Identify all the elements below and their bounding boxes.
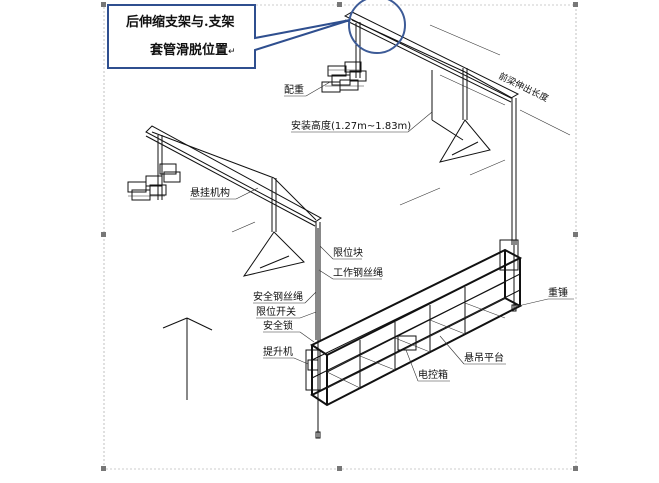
label-limit-block: 限位块	[319, 245, 363, 260]
svg-text:工作钢丝绳: 工作钢丝绳	[333, 266, 383, 279]
label-safety-wire-rope: 安全钢丝绳	[253, 290, 317, 304]
hanging-platform	[305, 239, 523, 407]
svg-text:悬吊平台: 悬吊平台	[464, 351, 504, 364]
svg-text:安全钢丝绳: 安全钢丝绳	[253, 290, 303, 303]
resize-handle-top-right[interactable]	[573, 2, 578, 7]
suspension-mechanism-front	[145, 125, 322, 340]
label-limit-switch: 限位开关	[256, 305, 317, 319]
callout-line-1: 后伸缩支架与.支架	[126, 14, 235, 30]
svg-text:提升机: 提升机	[263, 345, 293, 358]
callout-return-mark: ↵	[228, 47, 236, 57]
resize-handle-middle-right[interactable]	[573, 232, 578, 237]
counterweight-front	[127, 163, 181, 201]
svg-text:重锤: 重锤	[548, 286, 568, 299]
label-counterweight: 配重	[284, 81, 331, 97]
svg-text:限位开关: 限位开关	[256, 305, 296, 318]
highlight-circle	[348, 0, 406, 54]
label-suspension-mechanism: 悬挂机构	[190, 186, 259, 200]
label-safety-lock: 安全锁	[263, 319, 315, 343]
svg-text:电控箱: 电控箱	[418, 368, 448, 381]
building-outline	[162, 24, 571, 400]
selection-frame[interactable]	[101, 2, 578, 471]
wire-ropes	[315, 228, 517, 439]
resize-handle-bottom-left[interactable]	[101, 466, 106, 471]
svg-text:安装高度(1.27m~1.83m): 安装高度(1.27m~1.83m)	[291, 119, 411, 132]
svg-text:限位块: 限位块	[333, 246, 363, 259]
label-control-box: 电控箱	[405, 349, 450, 382]
label-heavy-hammer: 重锤	[517, 286, 574, 307]
label-hoist: 提升机	[263, 345, 309, 365]
resize-handle-bottom-right[interactable]	[573, 466, 578, 471]
callout-line-2: 套管滑脱位置	[149, 42, 228, 58]
suspension-mechanism-rear	[343, 11, 520, 245]
resize-handle-top-left[interactable]	[101, 2, 106, 7]
svg-text:配重: 配重	[284, 83, 304, 96]
resize-handle-top-center[interactable]	[337, 2, 342, 7]
label-install-height: 安装高度(1.27m~1.83m)	[291, 111, 433, 133]
resize-handle-middle-left[interactable]	[101, 232, 106, 237]
callout-box[interactable]: 后伸缩支架与.支架 套管滑脱位置 ↵	[107, 4, 351, 69]
counterweight-rear	[321, 61, 367, 93]
svg-text:悬挂机构: 悬挂机构	[190, 186, 230, 199]
resize-handle-bottom-center[interactable]	[337, 466, 342, 471]
svg-text:安全锁: 安全锁	[263, 319, 293, 332]
label-work-wire-rope: 工作钢丝绳	[318, 266, 383, 280]
label-hanging-platform: 悬吊平台	[439, 335, 506, 365]
